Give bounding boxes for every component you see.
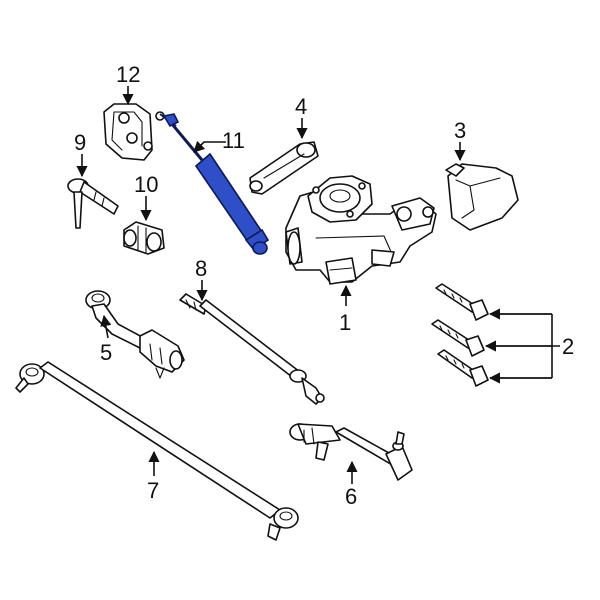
- leader-5: [100, 314, 112, 339]
- bushing-10-part[interactable]: [123, 221, 165, 255]
- tie-rod-6-part[interactable]: [289, 423, 413, 481]
- adjusting-rod-8-part[interactable]: [179, 293, 325, 405]
- leader-11: [193, 140, 226, 153]
- callout-10: 10: [134, 172, 158, 197]
- tie-rod-end-9-part[interactable]: [67, 178, 119, 229]
- pitman-arm-part[interactable]: [249, 141, 319, 195]
- callout-3: 3: [454, 118, 466, 143]
- callout-11: 11: [222, 128, 245, 153]
- callout-7: 7: [147, 478, 159, 503]
- bracket-part[interactable]: [103, 103, 165, 161]
- steering-stabilizer-part[interactable]: [159, 113, 270, 255]
- callout-8: 8: [195, 256, 207, 281]
- gear-shield-part[interactable]: [445, 163, 519, 231]
- callout-9: 9: [74, 130, 86, 155]
- leader-lines: [76, 86, 560, 484]
- callout-1: 1: [339, 310, 351, 335]
- callout-2: 2: [562, 334, 574, 359]
- bolt-2b-part[interactable]: [431, 319, 485, 357]
- callout-4: 4: [295, 94, 307, 119]
- callout-labels: 12 11 9 10 4 3 1 2 8 5 7 6: [74, 62, 574, 509]
- bolt-2c-part[interactable]: [437, 349, 489, 387]
- steering-gear-part[interactable]: [285, 175, 437, 285]
- callout-5: 5: [100, 340, 112, 365]
- tie-rod-tube-7-part[interactable]: [15, 361, 299, 541]
- callout-12: 12: [116, 62, 140, 87]
- bolt-2a-part[interactable]: [435, 283, 489, 321]
- callout-6: 6: [345, 484, 357, 509]
